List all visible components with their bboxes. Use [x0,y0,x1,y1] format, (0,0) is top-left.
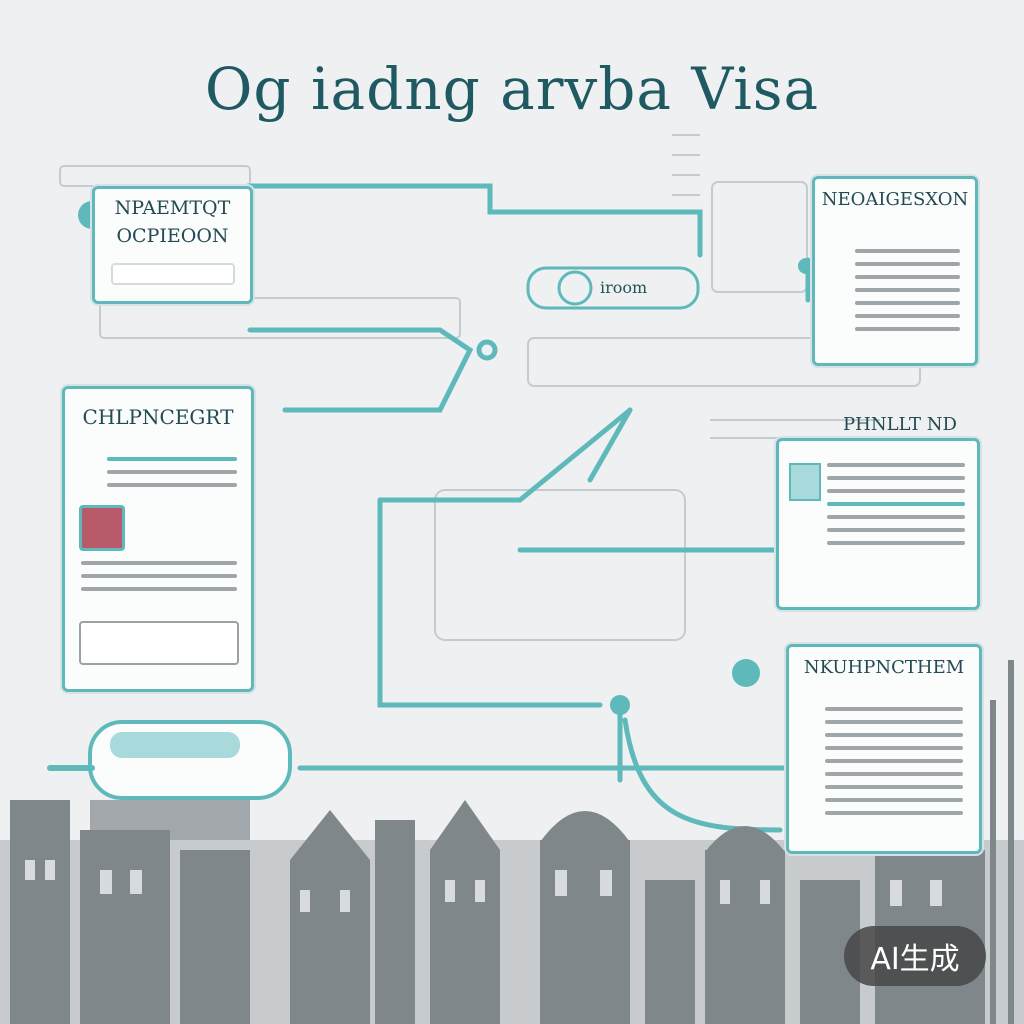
card-checklist-lines-top [107,457,237,496]
card-registration: NEOAIGESXON [812,176,978,366]
card-application-field [111,263,235,285]
card-approval: NKUHPNCTHEM [786,644,982,854]
ai-generated-badge: AI生成 [844,926,986,986]
card-registration-heading: NEOAIGESXON [821,189,969,210]
card-checklist-lines-bottom [81,561,237,600]
card-review [776,438,980,610]
card-checklist-input [79,621,239,665]
card-approval-heading: NKUHPNCTHEM [803,657,965,678]
card-application-line2: OCPIEOON [116,225,229,247]
label-room: iroom [600,278,648,297]
card-approval-lines [825,707,963,824]
passport-icon [79,505,125,551]
card-checklist: CHLPNCEGRT [62,386,254,692]
card-checklist-heading: CHLPNCEGRT [82,405,234,429]
card-application-line1: NPAEMTQT [114,197,231,219]
card-application: NPAEMTQT OCPIEOON [92,186,253,304]
card-review-lines [827,463,965,554]
card-registration-lines [855,249,960,340]
diagram-title: Og iadng arvba Visa [204,55,820,123]
card-review-heading: PHNLLT ND [843,414,957,435]
document-icon [789,463,821,501]
